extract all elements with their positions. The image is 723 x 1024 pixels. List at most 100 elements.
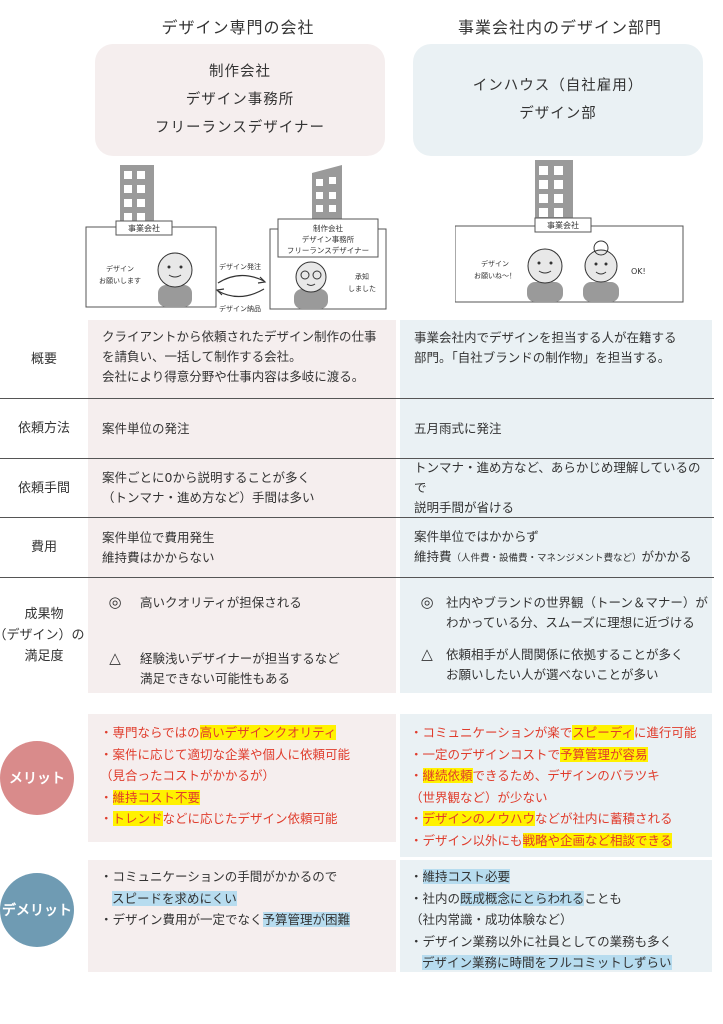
manager-person-icon bbox=[527, 248, 563, 302]
agency-sign-1: 制作会社 bbox=[313, 223, 343, 233]
person2-speech: OK! bbox=[631, 267, 646, 276]
agency-sign-3: フリーランスデザイナー bbox=[287, 245, 369, 255]
satisfaction-left-bad-line: 満足できない可能性もある bbox=[140, 671, 291, 686]
demerit-right-item: ・デザイン業務以外に社員としての業務も多く bbox=[410, 933, 673, 949]
merit-right-item: ・継続依頼できるため、デザインのバラツキ bbox=[410, 768, 660, 783]
right-column-title: 事業会社内のデザイン部門 bbox=[457, 18, 662, 37]
merit-left-item: ・専門ならではの高いデザインクオリティ bbox=[100, 725, 337, 740]
demerit-right-item: ・社内の既成概念にとらわれることも bbox=[410, 890, 622, 906]
row-label-satisfaction: 成果物 （デザイン）の 満足度 bbox=[0, 578, 88, 693]
row-divider bbox=[0, 398, 714, 399]
merit-right-item: （世界観など）が少ない bbox=[410, 789, 548, 805]
row-divider bbox=[0, 517, 714, 518]
delivery-arrow bbox=[217, 288, 265, 298]
demerit-left-list: ・コミュニケーションの手間がかかるので スピードを求めにくい ・デザイン費用が一… bbox=[100, 866, 396, 931]
double-circle-icon: ◎ bbox=[108, 593, 122, 611]
request-effort-right-line: トンマナ・進め方など、あらかじめ理解しているので bbox=[414, 460, 701, 495]
merit-right-item: ・デザイン以外にも戦略や企画など相談できる bbox=[410, 832, 673, 848]
row-label-overview: 概要 bbox=[30, 351, 57, 367]
client-person-icon bbox=[157, 252, 193, 307]
satisfaction-left-bad-line: 経験浅いデザイナーが担当するなど bbox=[140, 651, 340, 666]
cost-right-detail: （人件費・設備費・マネンジメント費など） bbox=[451, 552, 642, 564]
demerit-left-item: ・デザイン費用が一定でなく予算管理が困難 bbox=[100, 912, 351, 927]
right-table-column bbox=[400, 320, 712, 693]
left-type-2: デザイン事務所 bbox=[185, 92, 295, 108]
client-speech-1: デザイン bbox=[106, 264, 134, 273]
demerit-badge: デメリット bbox=[0, 873, 74, 947]
demerit-right-item: （社内常識・成功体験など） bbox=[410, 912, 573, 927]
request-effort-left-line: （トンマナ・進め方など）手間は多い bbox=[102, 490, 315, 505]
satisfaction-right-good: ◎ 社内やブランドの世界観（トーン＆マナー）が わかっている分、スムーズに理想に近… bbox=[400, 592, 712, 633]
overview-left-line: を請負い、一括して制作する会社。 bbox=[102, 349, 302, 364]
overview-left-line: 会社により得意分野や仕事内容は多岐に渡る。 bbox=[102, 369, 365, 384]
cost-right: 案件単位ではかからず 維持費（人件費・設備費・マネンジメント費など）がかかる bbox=[400, 518, 712, 577]
cost-right-line: 維持費（人件費・設備費・マネンジメント費など）がかかる bbox=[414, 547, 712, 569]
order-arrow-label: デザイン発注 bbox=[219, 262, 261, 271]
inhouse-company-sign: 事業会社 bbox=[547, 220, 579, 230]
triangle-icon: △ bbox=[421, 645, 433, 663]
demerit-right-item: ・維持コスト必要 bbox=[410, 869, 511, 884]
merit-left-list: ・専門ならではの高いデザインクオリティ ・案件に応じて適切な企業や個人に依頼可能… bbox=[100, 722, 396, 830]
satisfaction-right-good-line: わかっている分、スムーズに理想に近づける bbox=[446, 615, 695, 630]
building-icon bbox=[312, 165, 342, 223]
row-divider bbox=[0, 577, 714, 578]
designer-person-icon bbox=[294, 261, 328, 309]
client-speech-2: お願いします bbox=[99, 277, 141, 285]
cost-right-tail: がかかる bbox=[641, 548, 692, 564]
satisfaction-right-bad-line: 依頼相手が人間関係に依拠することが多く bbox=[446, 647, 684, 662]
left-type-1: 制作会社 bbox=[209, 64, 271, 80]
satisfaction-label-line: 成果物 bbox=[24, 607, 64, 622]
building-icon bbox=[120, 165, 154, 227]
satisfaction-left-good-text: 高いクオリティが担保される bbox=[140, 595, 302, 610]
satisfaction-right-bad-line: お願いしたい人が選べないことが多い bbox=[446, 667, 659, 682]
merit-badge: メリット bbox=[0, 741, 74, 815]
row-label-request-effort: 依頼手間 bbox=[17, 480, 70, 496]
cost-left: 案件単位で費用発生 維持費はかからない bbox=[88, 518, 396, 577]
left-type-3: フリーランスデザイナー bbox=[155, 120, 325, 136]
row-label-cost: 費用 bbox=[30, 540, 57, 555]
demerit-left-item: スピードを求めにくい bbox=[112, 890, 237, 906]
agency-illustration: 事業会社 デザイン お願いします デザイン発注 デザイン納品 制作会社 デザイン… bbox=[85, 165, 387, 313]
inhouse-designer-icon bbox=[583, 240, 619, 302]
request-method-left: 案件単位の発注 bbox=[88, 399, 396, 458]
left-column-title: デザイン専門の会社 bbox=[161, 18, 315, 37]
merit-right-item: ・一定のデザインコストで予算管理が容易 bbox=[410, 746, 648, 762]
inhouse-illustration: 事業会社 デザイン お願いね～！ OK! bbox=[455, 160, 684, 303]
cost-right-line: 案件単位ではかからず bbox=[414, 528, 539, 544]
row-divider bbox=[0, 458, 714, 459]
merit-left-item: （見合ったコストがかかるが） bbox=[100, 768, 276, 783]
satisfaction-label-line: （デザイン）の bbox=[0, 628, 85, 643]
agency-speech-2: しました bbox=[348, 285, 376, 293]
request-effort-right: トンマナ・進め方など、あらかじめ理解しているので 説明手間が省ける bbox=[400, 459, 712, 517]
overview-left: クライアントから依頼されたデザイン制作の仕事 を請負い、一括して制作する会社。 … bbox=[88, 326, 396, 388]
cost-left-line: 案件単位で費用発生 bbox=[102, 529, 215, 545]
overview-right-line: 事業会社内でデザインを担当する人が在籍する bbox=[414, 330, 677, 345]
left-table-column bbox=[88, 320, 396, 693]
person1-speech-1: デザイン bbox=[481, 259, 509, 268]
satisfaction-left-bad: △経験浅いデザイナーが担当するなど 満足できない可能性もある bbox=[88, 648, 396, 689]
order-arrow bbox=[217, 274, 265, 284]
request-method-right: 五月雨式に発注 bbox=[400, 399, 712, 458]
person1-speech-2: お願いね～！ bbox=[474, 272, 516, 280]
delivery-arrow-label: デザイン納品 bbox=[219, 304, 261, 313]
satisfaction-label-line: 満足度 bbox=[24, 649, 64, 664]
request-effort-left: 案件ごとに0から説明することが多く （トンマナ・進め方など）手間は多い bbox=[88, 459, 396, 517]
merit-left-item: ・案件に応じて適切な企業や個人に依頼可能 bbox=[100, 746, 351, 762]
merit-left-item: ・維持コスト不要 bbox=[100, 789, 201, 805]
overview-left-line: クライアントから依頼されたデザイン制作の仕事 bbox=[102, 329, 377, 344]
overview-right: 事業会社内でデザインを担当する人が在籍する 部門。「自社ブランドの制作物」を担当… bbox=[400, 326, 712, 370]
left-type-box: 制作会社 デザイン事務所 フリーランスデザイナー bbox=[95, 44, 385, 156]
double-circle-icon: ◎ bbox=[420, 593, 434, 611]
overview-right-line: 部門。「自社ブランドの制作物」を担当する。 bbox=[414, 350, 671, 365]
cost-right-main: 維持費 bbox=[414, 548, 452, 564]
merit-right-list: ・コミュニケーションが楽でスピーディに進行可能 ・一定のデザインコストで予算管理… bbox=[410, 722, 712, 851]
merit-right-item: ・コミュニケーションが楽でスピーディに進行可能 bbox=[410, 725, 697, 740]
request-method-left-text: 案件単位の発注 bbox=[102, 420, 190, 436]
row-label-request-method: 依頼方法 bbox=[17, 421, 70, 436]
satisfaction-right-good-line: 社内やブランドの世界観（トーン＆マナー）が bbox=[446, 595, 708, 610]
merit-right-item: ・デザインのノウハウなどが社内に蓄積される bbox=[410, 811, 673, 826]
building-icon bbox=[535, 160, 573, 224]
demerit-left-item: ・コミュニケーションの手間がかかるので bbox=[100, 869, 338, 884]
client-company-sign: 事業会社 bbox=[128, 223, 160, 233]
cost-left-line: 維持費はかからない bbox=[102, 549, 215, 565]
